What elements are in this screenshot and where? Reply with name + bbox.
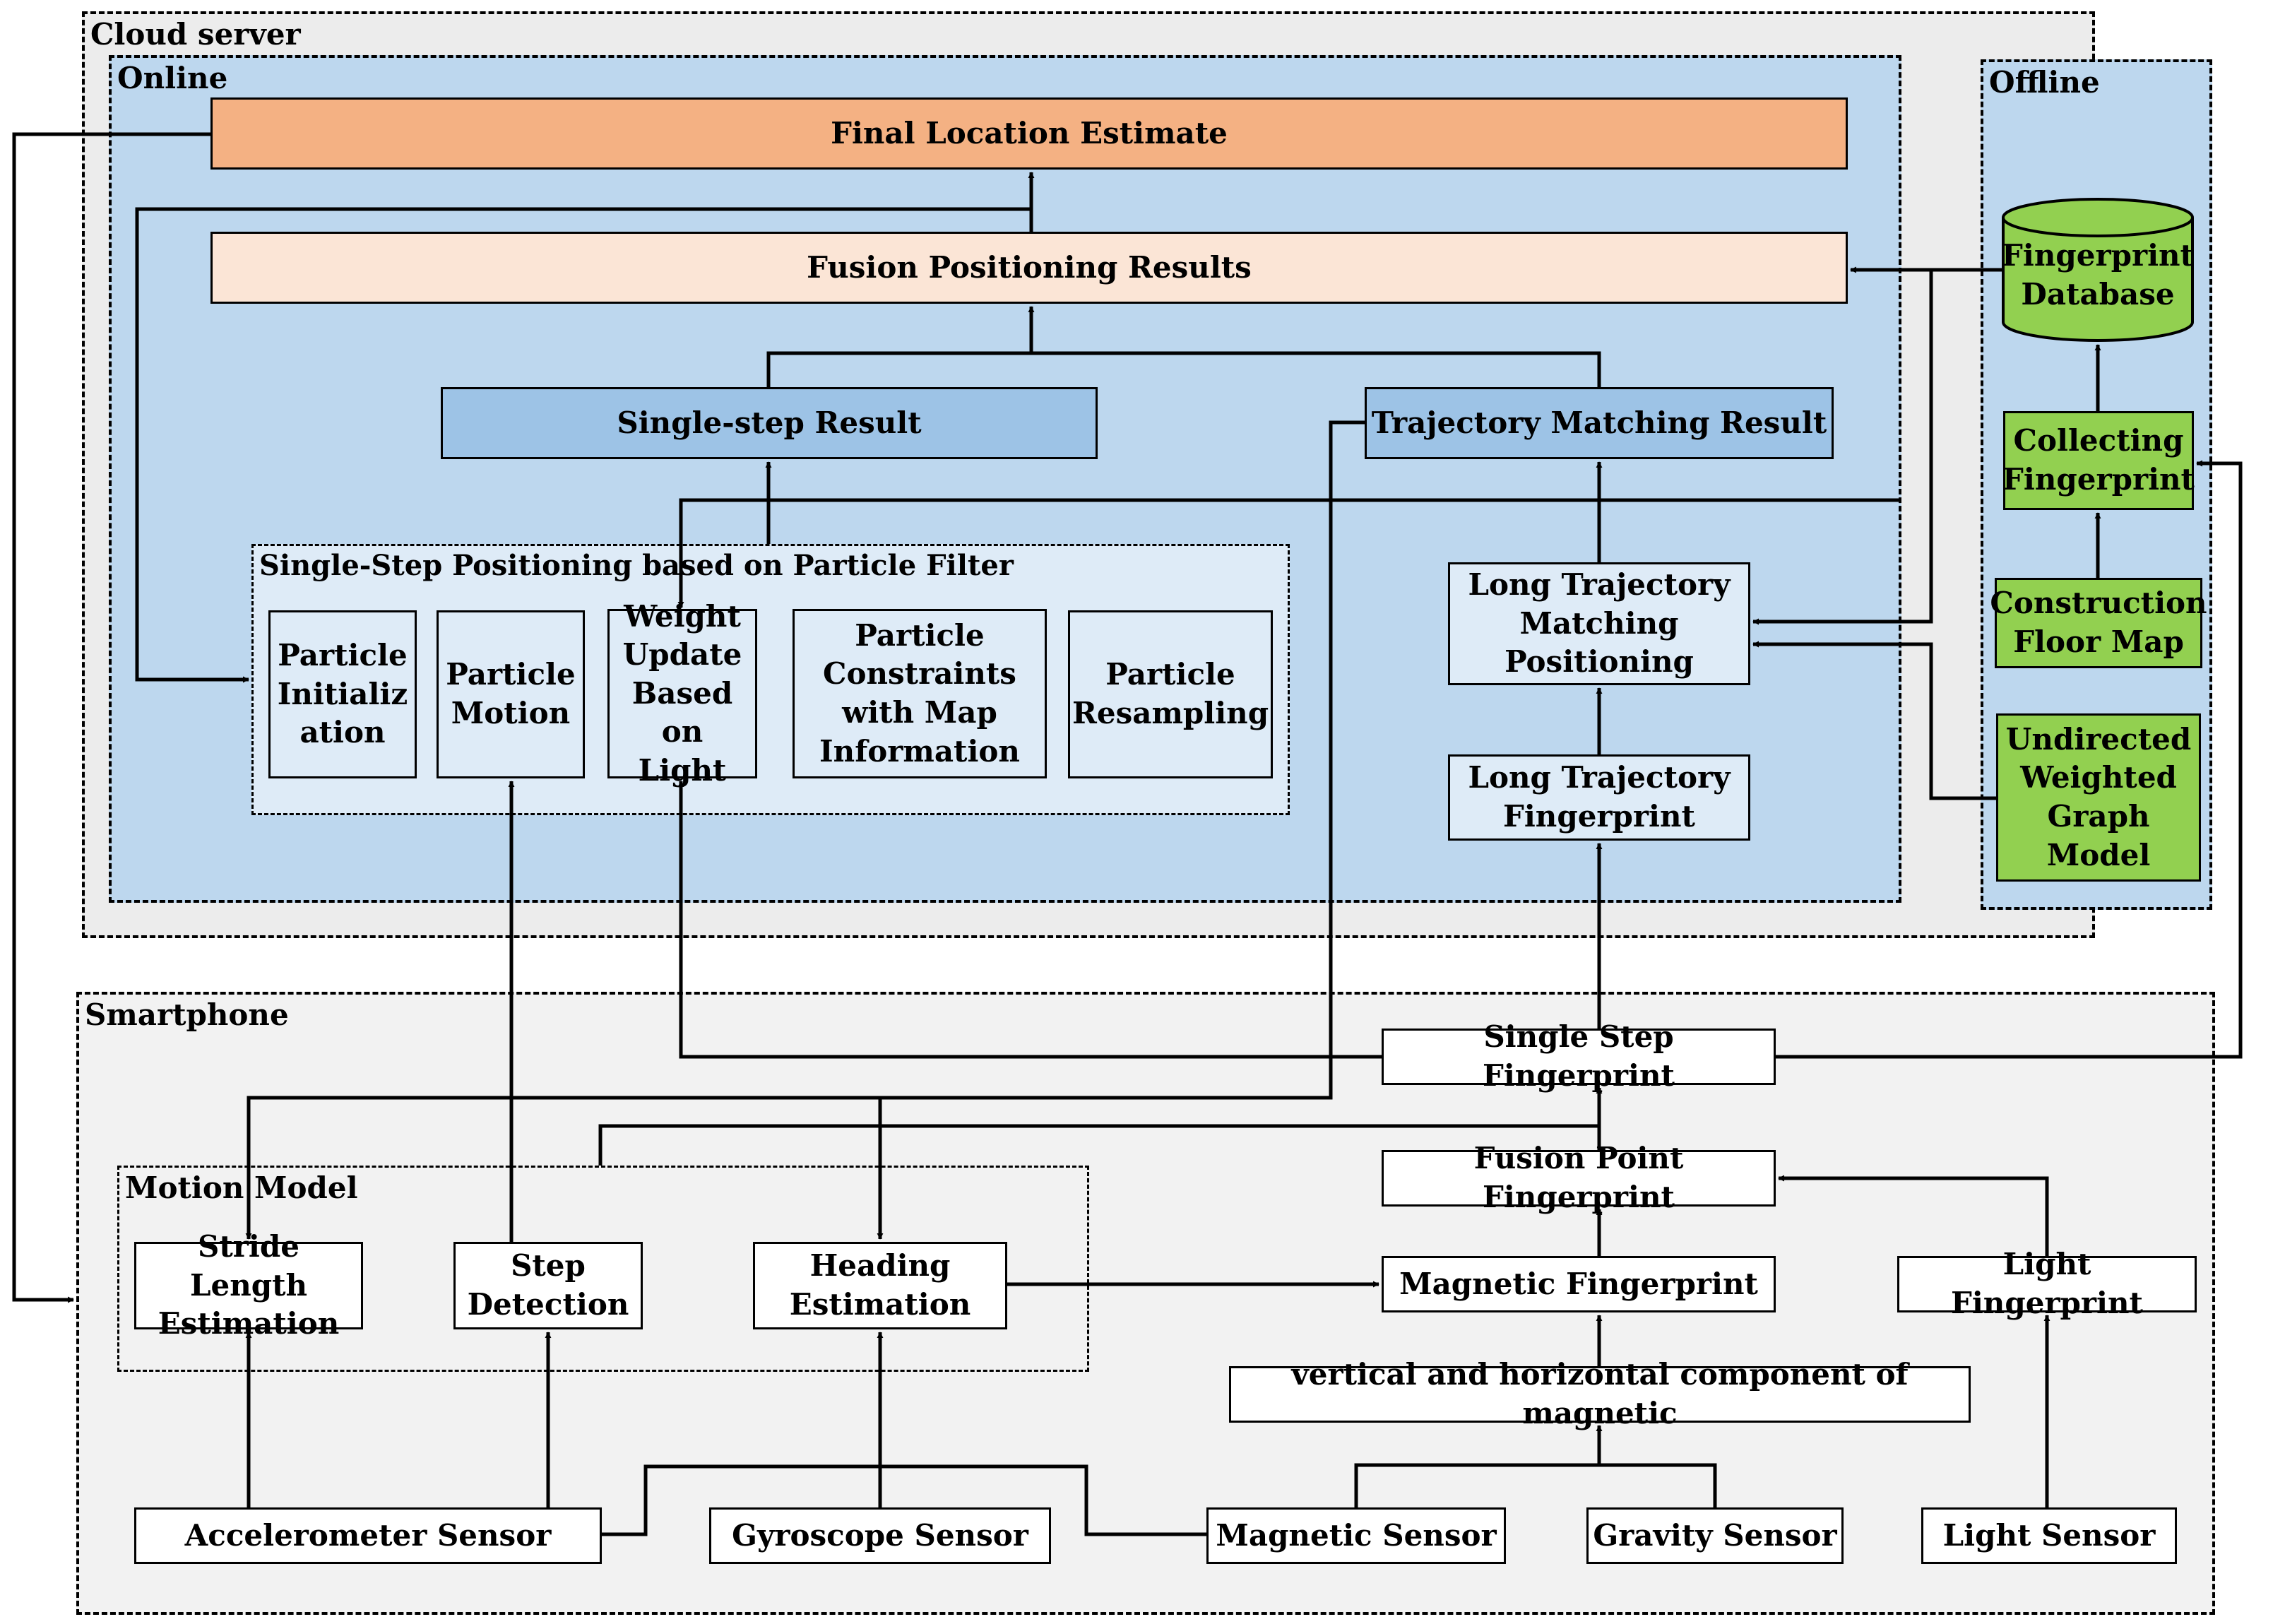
weight-update-box: Weight Update Based on Light xyxy=(607,599,757,788)
cloud-server-label: Cloud server xyxy=(90,17,301,52)
magnetic-sensor-box: Magnetic Sensor xyxy=(1206,1507,1506,1564)
accelerometer-box: Accelerometer Sensor xyxy=(134,1507,602,1564)
collecting-fp-box: Collecting Fingerprint xyxy=(2002,411,2195,510)
long-traj-fp-box: Long Trajectory Fingerprint xyxy=(1448,754,1750,841)
trajectory-result-box: Trajectory Matching Result xyxy=(1365,387,1834,459)
particle-constraints-box: Particle Constraints with Map Informatio… xyxy=(793,609,1047,778)
fusion-point-fp-box: Fusion Point Fingerprint xyxy=(1382,1141,1776,1214)
light-fp-box: Light Fingerprint xyxy=(1897,1247,2197,1320)
single-step-fp-box: Single Step Fingerprint xyxy=(1382,1019,1776,1093)
single-step-result-box: Single-step Result xyxy=(441,387,1098,459)
light-sensor-box: Light Sensor xyxy=(1921,1507,2177,1564)
online-label: Online xyxy=(117,61,228,95)
final-location-box: Final Location Estimate xyxy=(210,97,1848,170)
smartphone-label: Smartphone xyxy=(85,997,289,1032)
heading-estimation-box: Heading Estimation xyxy=(753,1242,1007,1329)
particle-filter-label: Single-Step Positioning based on Particl… xyxy=(259,549,1014,582)
offline-label: Offline xyxy=(1989,65,2100,100)
gyroscope-box: Gyroscope Sensor xyxy=(709,1507,1051,1564)
undirected-graph-box: Undirected Weighted Graph Model xyxy=(1996,713,2201,882)
particle-resampling-box: Particle Resampling xyxy=(1068,610,1273,778)
mag-components-box: vertical and horizontal component of mag… xyxy=(1229,1357,1971,1430)
motion-model-label: Motion Model xyxy=(125,1170,358,1205)
long-traj-matching-box: Long Trajectory Matching Positioning xyxy=(1448,562,1750,685)
fusion-results-box: Fusion Positioning Results xyxy=(210,232,1848,304)
gravity-sensor-box: Gravity Sensor xyxy=(1586,1507,1844,1564)
stride-length-box: Stride Length Estimation xyxy=(134,1229,363,1341)
construction-map-box: Construction Floor Map xyxy=(1990,578,2207,668)
particle-init-box: Particle Initialization xyxy=(268,610,417,778)
particle-motion-box: Particle Motion xyxy=(437,610,585,778)
magnetic-fp-box: Magnetic Fingerprint xyxy=(1382,1256,1776,1312)
step-detection-box: Step Detection xyxy=(453,1242,643,1329)
fingerprint-database-label: Fingerprint Database xyxy=(2002,238,2194,312)
